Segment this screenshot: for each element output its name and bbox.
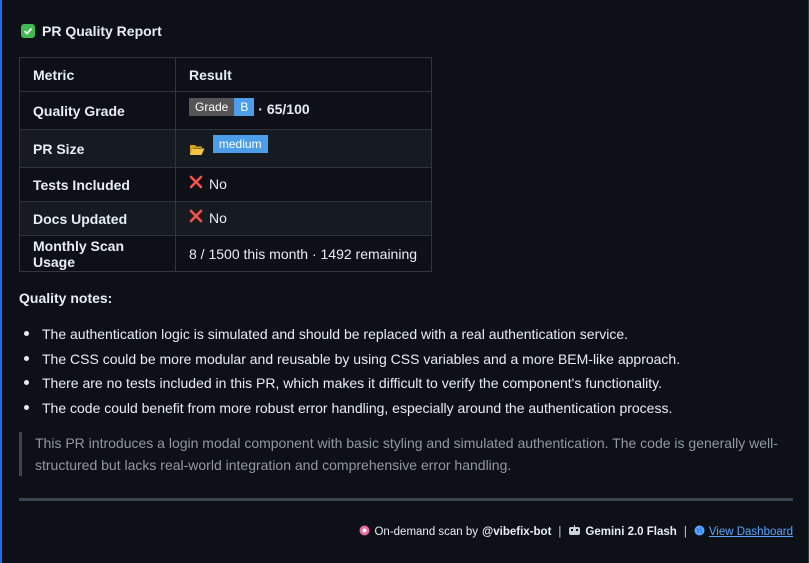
docs-updated-value: No [209,209,227,226]
tests-included-result: No [175,167,432,202]
pr-size-result: medium [175,129,432,168]
footer-separator: | [683,526,687,538]
globe-icon [694,525,705,539]
metric-label: PR Size [19,129,176,168]
metric-label: Quality Grade [19,91,176,130]
table-header-row: Metric Result [19,57,432,92]
list-item: The authentication logic is simulated an… [23,324,680,349]
tests-included-value: No [209,175,227,192]
report-footer: On-demand scan by @vibefix-bot | Gemini … [359,525,793,539]
grade-badge-value: B [234,97,255,116]
view-dashboard-link[interactable]: View Dashboard [708,526,793,538]
open-folder-icon [189,143,205,159]
scan-by-text: On-demand scan by [374,526,479,538]
metric-label: Monthly Scan Usage [19,235,176,272]
pr-size-badge: medium [212,134,268,153]
monthly-usage-value: 8 / 1500 this month · 1492 remaining [175,235,432,272]
cross-mark-icon [189,209,203,226]
footer-separator: | [558,526,562,538]
report-title: PR Quality Report [42,23,162,39]
grade-badge-label: Grade [189,97,235,116]
table-row-pr-size: PR Size medium [19,129,432,168]
quality-notes-title: Quality notes: [19,290,113,306]
list-item: There are no tests included in this PR, … [23,373,680,398]
column-header-metric: Metric [19,57,176,92]
table-row-tests-included: Tests Included No [19,167,432,202]
metric-label: Tests Included [19,167,176,202]
list-item: The code could benefit from more robust … [23,398,680,423]
bot-icon [359,525,370,539]
left-accent-bar [0,0,2,563]
list-item: The CSS could be more modular and reusab… [23,349,680,374]
docs-updated-result: No [175,201,432,236]
summary-blockquote: This PR introduces a login modal compone… [19,432,793,476]
horizontal-divider [19,498,793,501]
robot-icon [568,525,581,539]
table-row-docs-updated: Docs Updated No [19,201,432,236]
quality-notes-list: The authentication logic is simulated an… [23,324,680,423]
metric-label: Docs Updated [19,201,176,236]
quality-score: · 65/100 [258,101,310,118]
check-box-icon [21,24,35,38]
column-header-result: Result [175,57,432,92]
bot-name: @vibefix-bot [482,526,552,538]
table-row-monthly-usage: Monthly Scan Usage 8 / 1500 this month ·… [19,235,432,272]
report-header: PR Quality Report [21,23,162,39]
model-name: Gemini 2.0 Flash [585,526,677,538]
cross-mark-icon [189,175,203,192]
